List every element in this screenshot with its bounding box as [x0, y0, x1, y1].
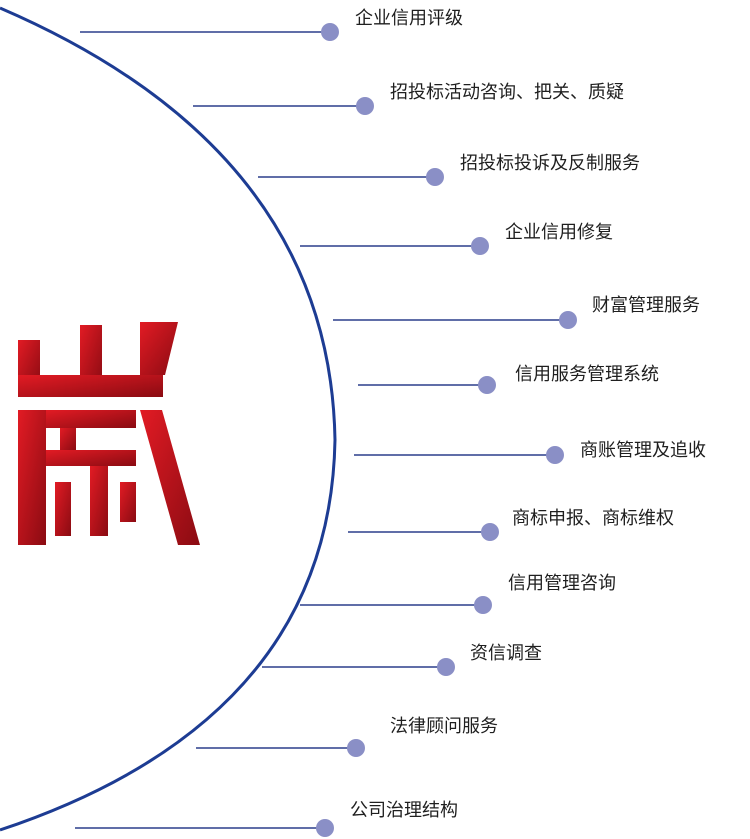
service-label: 信用管理咨询 [508, 573, 616, 594]
service-label: 企业信用修复 [505, 222, 613, 243]
service-label: 企业信用评级 [355, 8, 463, 29]
main-arc [0, 6, 337, 832]
service-label: 财富管理服务 [592, 295, 700, 316]
connector-dot [437, 658, 455, 676]
service-label: 招投标投诉及反制服务 [460, 153, 640, 174]
service-label: 商标申报、商标维权 [512, 508, 674, 529]
connector-dot [316, 819, 334, 837]
connector-dot [347, 739, 365, 757]
service-label: 信用服务管理系统 [515, 364, 659, 385]
connector-dot [559, 311, 577, 329]
connector-dot [478, 376, 496, 394]
connector-dot [474, 596, 492, 614]
connector-dot [356, 97, 374, 115]
red-emblem-logo [18, 322, 200, 545]
connector-dot [321, 23, 339, 41]
connector-dot [546, 446, 564, 464]
service-label: 公司治理结构 [350, 800, 458, 821]
service-label: 资信调查 [470, 643, 542, 664]
connector-dot [471, 237, 489, 255]
connector-dot [481, 523, 499, 541]
connector-dot [426, 168, 444, 186]
service-label: 法律顾问服务 [390, 716, 498, 737]
service-label: 招投标活动咨询、把关、质疑 [390, 82, 624, 103]
service-label: 商账管理及追收 [580, 440, 706, 461]
